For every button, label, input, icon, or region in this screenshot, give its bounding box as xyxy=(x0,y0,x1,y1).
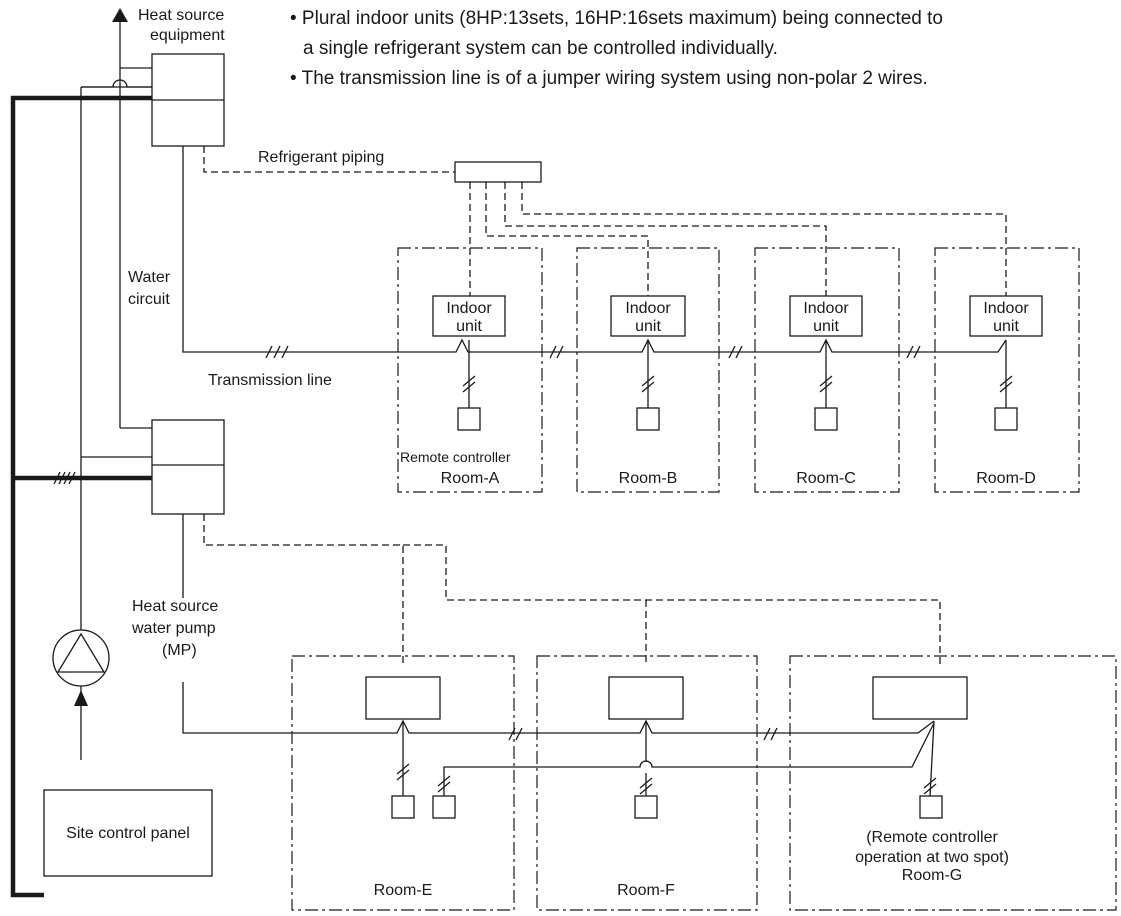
remote-controller-b xyxy=(636,407,660,431)
remote-controller-f xyxy=(634,795,658,819)
remote-controller-d xyxy=(994,407,1018,431)
flow-arrow-icon xyxy=(74,690,88,706)
hatch-mark-icon xyxy=(53,471,76,485)
remote-controller-label: Remote controller xyxy=(400,449,511,465)
note-line-1: • Plural indoor units (8HP:13sets, 16HP:… xyxy=(290,8,943,29)
indoor-unit-e xyxy=(365,676,441,720)
room-c: Indoor unit Room-C xyxy=(754,247,900,493)
indoor-unit-label-1: Indoor xyxy=(446,300,492,317)
indoor-unit-label-2: unit xyxy=(813,318,839,335)
site-control-panel xyxy=(43,789,213,877)
indoor-unit-label-1: Indoor xyxy=(983,300,1029,317)
heat-source-label-1: Heat source xyxy=(138,7,224,24)
pump-label-2: water pump xyxy=(131,620,216,637)
water-circuit-label-1: Water xyxy=(128,269,171,286)
remote-controller-e1 xyxy=(391,795,415,819)
room-label: Room-E xyxy=(374,882,433,899)
indoor-unit-f xyxy=(608,676,684,720)
hatch-mark-icon xyxy=(265,345,289,359)
indoor-unit-label-1: Indoor xyxy=(803,300,849,317)
remote-controller-e2 xyxy=(432,795,456,819)
room-a: Indoor unit Remote controller Room-A xyxy=(397,247,543,493)
indoor-unit-a xyxy=(432,295,506,337)
room-g: (Remote controller operation at two spot… xyxy=(789,655,1117,911)
indoor-unit-c xyxy=(789,295,863,337)
remote-controller-a xyxy=(457,407,481,431)
refrigerant-piping-label: Refrigerant piping xyxy=(258,149,384,166)
room-label: Room-A xyxy=(441,470,500,487)
water-circuit-label-2: circuit xyxy=(128,291,170,308)
heat-source-label-2: equipment xyxy=(150,27,225,44)
heat-source-unit-top xyxy=(151,53,225,147)
room-b: Indoor unit Room-B xyxy=(576,247,720,493)
two-spot-label-1: (Remote controller xyxy=(866,829,998,846)
indoor-unit-label-1: Indoor xyxy=(625,300,671,317)
room-d: Indoor unit Room-D xyxy=(934,247,1080,493)
indoor-unit-g xyxy=(872,676,968,720)
thick-header-line xyxy=(10,95,152,898)
pump-icon xyxy=(52,629,110,687)
heat-source-unit-bottom xyxy=(151,419,225,515)
indoor-unit-d xyxy=(969,295,1043,337)
room-label: Room-F xyxy=(617,882,675,899)
refrigerant-header xyxy=(454,161,542,183)
pump-label-1: Heat source xyxy=(132,598,218,615)
site-control-panel-label: Site control panel xyxy=(66,825,190,842)
note-line-2: a single refrigerant system can be contr… xyxy=(303,38,778,59)
room-label: Room-D xyxy=(976,470,1036,487)
remote-controller-g xyxy=(919,795,943,819)
two-spot-label-2: operation at two spot) xyxy=(855,849,1009,866)
indoor-unit-b xyxy=(610,295,686,337)
room-label: Room-G xyxy=(902,867,962,884)
notes: • Plural indoor units (8HP:13sets, 16HP:… xyxy=(290,8,943,89)
note-line-3: • The transmission line is of a jumper w… xyxy=(290,68,928,89)
room-f: Room-F xyxy=(536,655,758,911)
hatch-mark-icon xyxy=(549,345,921,359)
indoor-unit-label-2: unit xyxy=(635,318,661,335)
room-label: Room-C xyxy=(796,470,856,487)
remote-controller-c xyxy=(814,407,838,431)
pump-label-3: (MP) xyxy=(162,642,197,659)
room-label: Room-B xyxy=(619,470,678,487)
indoor-unit-label-2: unit xyxy=(456,318,482,335)
hatch-mark-icon xyxy=(508,727,778,741)
transmission-line-label: Transmission line xyxy=(208,372,332,389)
flow-arrow-icon xyxy=(112,8,128,428)
indoor-unit-label-2: unit xyxy=(993,318,1019,335)
